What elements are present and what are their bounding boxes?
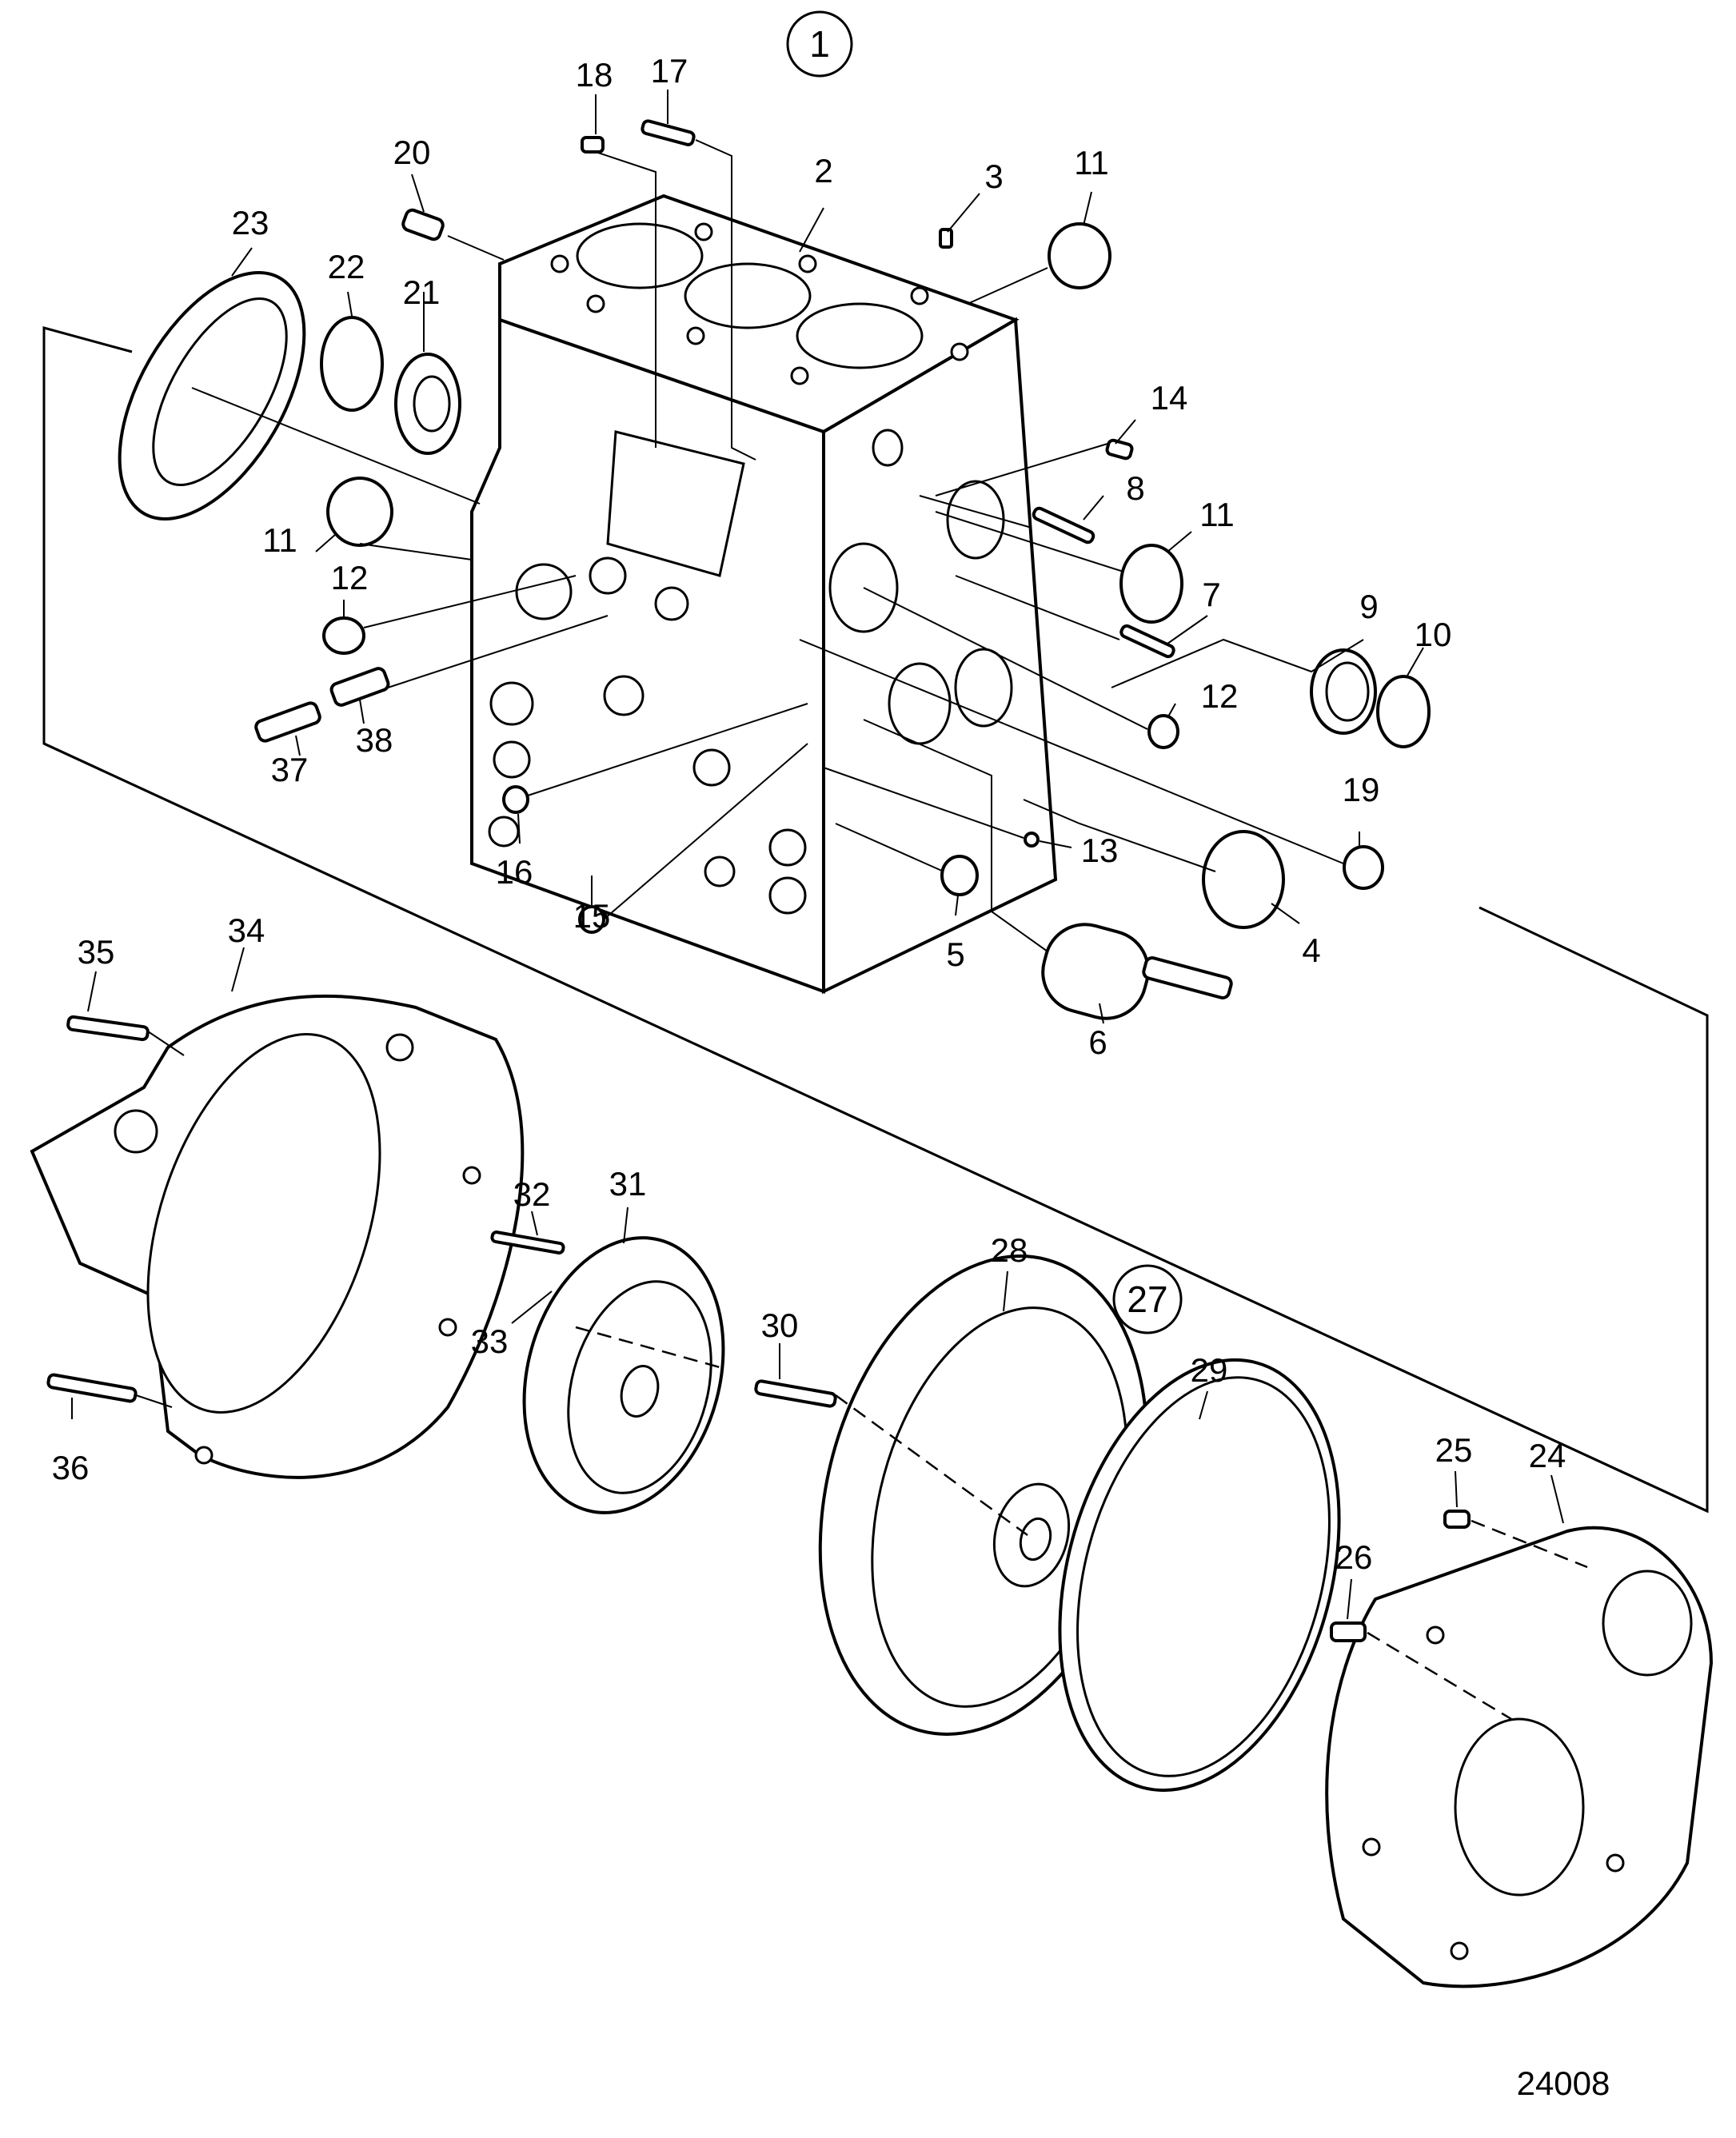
callout-24: 24 (1529, 1437, 1566, 1474)
assembly-ref-label: 27 (1127, 1278, 1167, 1320)
callout-14: 14 (1151, 379, 1188, 417)
callout-31: 31 (609, 1165, 647, 1203)
callout-25: 25 (1435, 1431, 1473, 1469)
callout-4: 4 (1302, 931, 1320, 969)
callout-2: 2 (814, 152, 832, 189)
callout-30: 30 (761, 1306, 799, 1344)
flywheel-housing (30, 994, 525, 1479)
callout-36: 36 (52, 1449, 90, 1486)
callout-19: 19 (1343, 771, 1380, 808)
callout-3: 3 (984, 158, 1003, 195)
cylinder-block (470, 193, 1058, 995)
callout-11: 11 (1074, 144, 1109, 181)
callout-21: 21 (403, 273, 441, 311)
callout-6: 6 (1088, 1023, 1107, 1061)
callout-9: 9 (1359, 588, 1378, 625)
assembly-ref-label: 1 (809, 23, 830, 65)
ring-gear (1058, 1358, 1341, 1793)
callout-33: 33 (471, 1322, 509, 1360)
callout-22: 22 (328, 248, 365, 285)
callout-7: 7 (1202, 576, 1220, 613)
callout-11: 11 (262, 521, 297, 559)
damper-plate (522, 1236, 725, 1514)
callout-37: 37 (271, 751, 309, 788)
callout-20: 20 (393, 134, 431, 171)
adapter-plate (1325, 1510, 1714, 1988)
assembly-ref-27: 27 (1112, 1264, 1183, 1334)
callout-12: 12 (1201, 677, 1239, 715)
callout-17: 17 (651, 52, 688, 90)
callout-35: 35 (78, 933, 115, 971)
alignment-lines (575, 1326, 1588, 1721)
callout-10: 10 (1415, 616, 1452, 653)
callout-16: 16 (496, 853, 533, 891)
bolts (46, 1015, 837, 1408)
callout-38: 38 (356, 721, 393, 759)
callout-13: 13 (1081, 832, 1119, 869)
callout-29: 29 (1191, 1351, 1228, 1389)
callout-labels: 2 3 11 18 17 20 23 22 21 14 8 11 11 12 7… (52, 52, 1566, 1576)
assembly-boundary-lines (42, 326, 1709, 1514)
callout-28: 28 (991, 1231, 1028, 1269)
drawing-number: 24008 (1517, 2064, 1610, 2102)
leader-lines (71, 90, 1564, 1620)
callout-26: 26 (1335, 1538, 1373, 1576)
callout-8: 8 (1126, 469, 1144, 507)
assembly-ref-1: 1 (786, 10, 853, 78)
callout-32: 32 (513, 1175, 551, 1213)
callout-12: 12 (331, 559, 369, 596)
callout-11: 11 (1199, 496, 1235, 533)
callout-5: 5 (946, 935, 964, 973)
callout-15: 15 (573, 897, 611, 935)
callout-18: 18 (576, 56, 613, 94)
upper-parts (118, 119, 1431, 1020)
callout-34: 34 (228, 911, 265, 949)
callout-23: 23 (232, 204, 269, 241)
